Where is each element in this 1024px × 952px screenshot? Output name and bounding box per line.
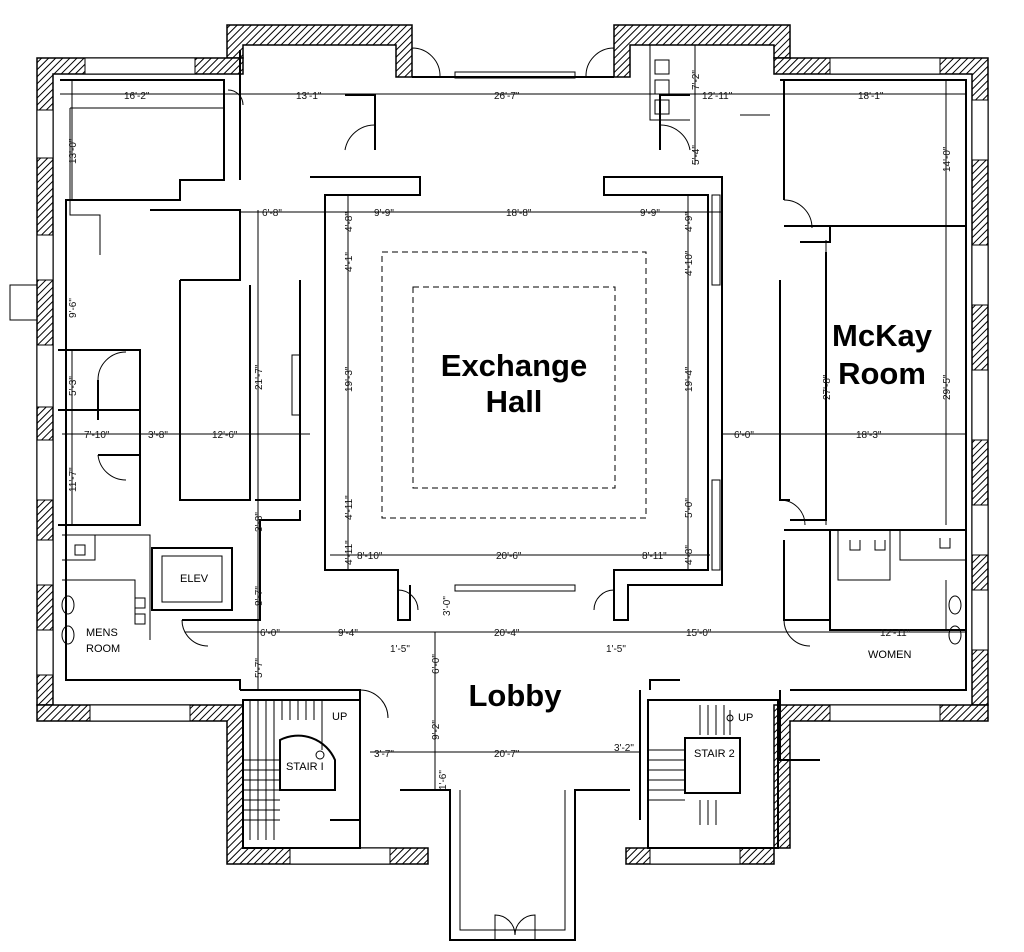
dim-label: 27'-8" [822,374,833,400]
dim-label: 3'-8" [148,430,168,441]
dim-label: 4'-1" [344,252,355,272]
dimension-labels-vertical: 7'-2" 13'-0" 5'-4" 14'-0" 9'-6" 4'-8" 4'… [68,70,953,790]
dim-label: 6'-8" [262,208,282,219]
dim-label: 3'-0" [442,596,453,616]
dim-label: 4'-10" [684,250,695,276]
dim-label: 5'-3" [68,376,79,396]
dim-label: 5'-4" [691,145,702,165]
windows [36,57,989,865]
hall-outer-outline [381,251,647,519]
dim-label: 9'-6" [68,298,79,318]
dimension-labels: 16'-2" 13'-1" 26'-7" 12'-11" 18'-1" 6'-8… [84,91,911,760]
dim-label: 3'-8" [254,512,265,532]
dim-label: 21'-7" [254,364,265,390]
dim-label: 4'-9" [684,212,695,232]
room-elev: ELEV [180,573,209,585]
room-stair-1: STAIR I [286,761,324,773]
dim-label: 11'-7" [68,467,79,492]
dim-label: 16'-2" [124,91,150,102]
dim-label: 13'-1" [296,91,322,102]
dim-label: 9'-9" [374,208,394,219]
dim-label: 29'-5" [942,374,953,400]
dim-label: 20'-7" [494,749,520,760]
dim-label: 1'-5" [606,644,626,655]
dim-label: 12'-6" [212,430,238,441]
dim-label: 15'-0" [686,628,712,639]
dim-label: 14'-0" [942,146,953,172]
dim-label: 12'-11" [702,91,733,102]
dim-label: 13'-0" [68,138,79,164]
room-lobby: Lobby [469,678,563,713]
dim-label: 6'-0" [260,628,280,639]
dim-label: 6'-0" [431,654,442,674]
dim-label: 18'-1" [858,91,884,102]
dim-label: 9'-4" [338,628,358,639]
stair-1-up-label: UP [332,711,347,723]
dim-label: 18'-3" [856,430,882,441]
dim-label: 8'-7" [254,586,265,606]
dim-label: 8'-11" [642,551,667,562]
dim-label: 19'-3" [344,366,355,392]
dim-label: 5'-0" [684,498,695,518]
hall-inner-outline [412,286,616,489]
dim-label: 7'-10" [84,430,110,441]
dim-label: 3'-2" [614,743,634,754]
dim-label: 4'-8" [684,545,695,565]
dim-label: 4'-11" [344,495,355,520]
dim-label: 3'-7" [374,749,394,760]
dim-label: 8'-10" [357,551,383,562]
dim-label: 19'-4" [684,366,695,392]
dim-label: 26'-7" [494,91,520,102]
room-women: WOMEN [868,649,911,661]
interior-walls [9,45,967,941]
dim-label: 1'-5" [390,644,410,655]
dim-label: 20'-6" [496,551,522,562]
dim-label: 5'-7" [254,658,265,678]
dim-label: 9'-2" [431,720,442,740]
room-stair-2: STAIR 2 [694,748,735,760]
dim-label: 4'-11" [344,540,355,565]
dim-label: 6'-0" [734,430,754,441]
stair-2-up-label: UP [738,712,753,724]
dim-label: 20'-4" [494,628,520,639]
dim-label: 1'-6" [438,770,449,790]
dimension-lines [60,45,966,790]
dim-label: 12'-11" [880,628,911,639]
dim-label: 4'-8" [344,212,355,232]
dim-label: 18'-8" [506,208,532,219]
dim-label: 7'-2" [691,70,702,90]
dim-label: 9'-9" [640,208,660,219]
